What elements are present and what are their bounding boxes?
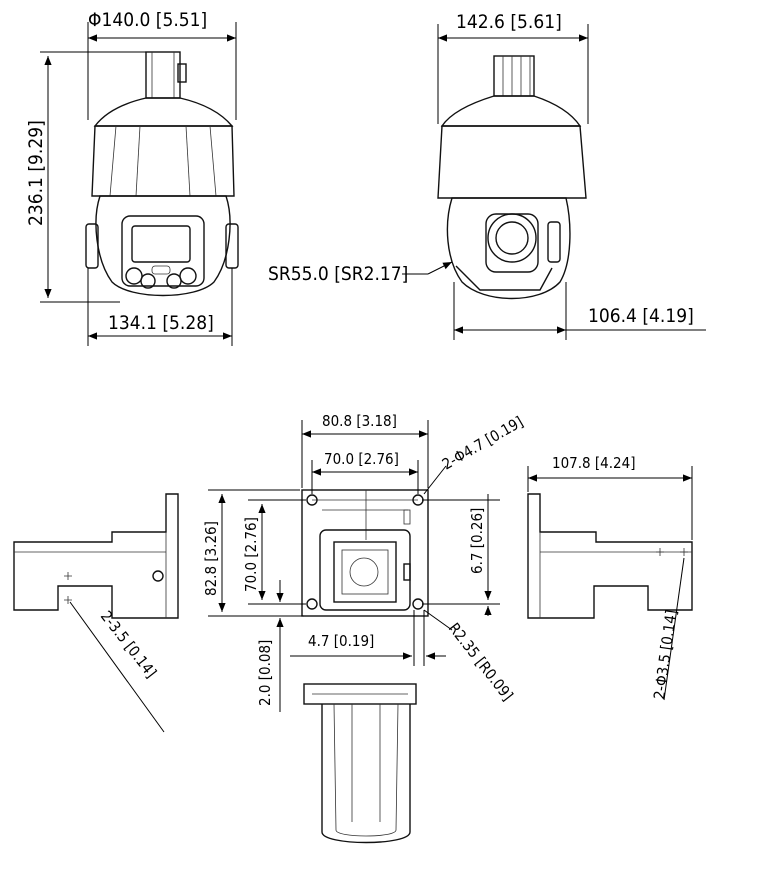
side-view: 142.6 [5.61] SR55.0 [SR2.17] 106.4 [4.19… [268, 11, 706, 340]
bracket-front-view: 80.8 [3.18] 70.0 [2.76] 2-Φ4.7 [0.19] 82… [202, 412, 526, 712]
bracket-left-view: 2-3.5 [0.14] [13, 493, 179, 733]
bracket-hole-callout: 2-Φ4.7 [0.19] [439, 413, 526, 474]
side-depth-label: 106.4 [4.19] [588, 305, 694, 327]
front-height-label: 236.1 [9.29] [25, 120, 47, 226]
bracket-edge-offset-label: 4.7 [0.19] [308, 632, 374, 650]
bracket-outer-width-label: 80.8 [3.18] [322, 412, 397, 430]
bracket-outer-height-label: 82.8 [3.26] [202, 521, 220, 596]
bracket-inner-width-label: 70.0 [2.76] [324, 450, 399, 468]
bracket-inner-height-label: 70.0 [2.76] [242, 517, 260, 592]
bracket-right-length-label: 107.8 [4.24] [552, 454, 635, 472]
bracket-hole-offset-label: 6.7 [0.26] [468, 508, 486, 574]
bracket-right-hole-callout: 2-Φ3.5 [0.14] [650, 609, 680, 701]
side-sphere-radius-label: SR55.0 [SR2.17] [268, 263, 408, 285]
bracket-bottom-view [303, 683, 417, 844]
bracket-corner-radius-label: R2.35 [R0.09] [445, 619, 517, 704]
front-top-width-label: Φ140.0 [5.51] [88, 9, 207, 31]
bracket-right-view: 107.8 [4.24] 2-Φ3.5 [0.14] [527, 454, 693, 701]
bracket-bottom-offset-label: 2.0 [0.08] [256, 640, 274, 706]
front-view: Φ140.0 [5.51] 236.1 [9.29] 134.1 [5.28] [25, 9, 239, 346]
side-top-width-label: 142.6 [5.61] [456, 11, 562, 33]
front-bottom-width-label: 134.1 [5.28] [108, 312, 214, 334]
